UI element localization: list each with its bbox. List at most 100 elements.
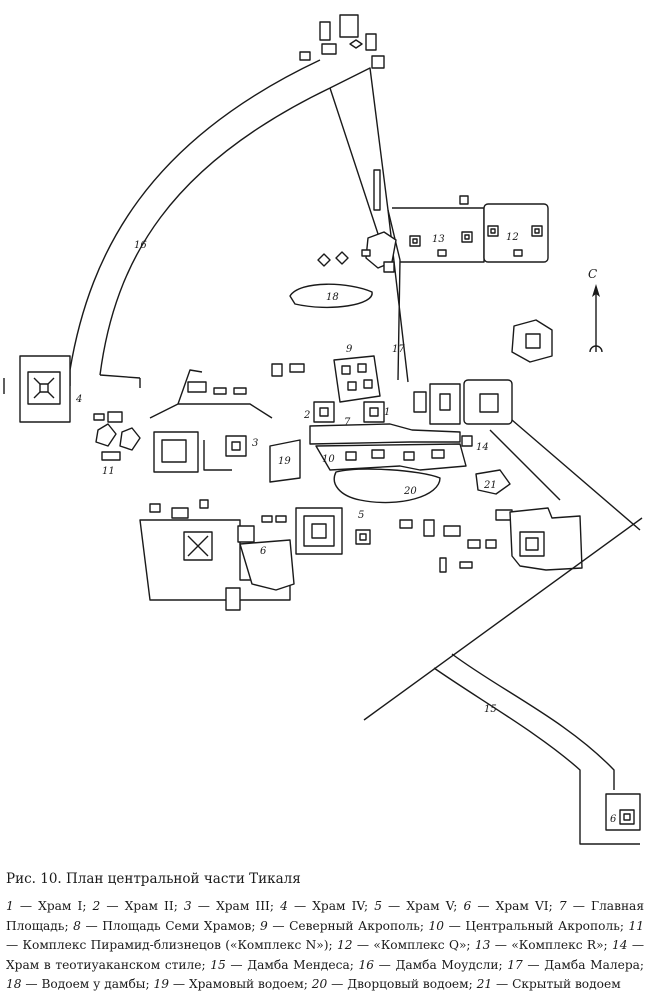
- legend-item-text: Храм III: [216, 899, 270, 913]
- legend-item: 16 — Дамба Моудсли;: [358, 957, 508, 972]
- legend-item-number: 19: [153, 977, 169, 991]
- legend-item-number: 16: [358, 957, 374, 972]
- figure-caption-title: Рис. 10. План центральной части Тикаля: [6, 871, 301, 887]
- label-14: 14: [476, 442, 489, 453]
- legend-item-number: 1: [6, 899, 14, 913]
- legend-item-number: 7: [558, 899, 567, 913]
- legend-item-text: Храм V: [406, 899, 454, 913]
- north-arrow-icon: [589, 284, 603, 353]
- label-19: 19: [278, 456, 291, 467]
- legend-item-text: Храм II: [124, 899, 174, 913]
- legend-item-number: 20: [311, 977, 328, 991]
- north-acropolis: [333, 355, 381, 403]
- legend-item-text: Скрытый водоем: [512, 977, 621, 991]
- legend-item: 12 — «Комплекс Q»;: [336, 938, 475, 952]
- label-1: 1: [384, 407, 390, 418]
- reservoir-hidden: [475, 469, 511, 495]
- central-acropolis: [315, 443, 467, 471]
- causeway-maler: [329, 67, 409, 383]
- label-13: 13: [432, 234, 445, 245]
- legend-item-number: 3: [183, 899, 192, 913]
- legend-item-text: Северный Акрополь: [289, 918, 420, 933]
- site-plan-map: С: [3, 14, 643, 845]
- complex-q-platform: [483, 203, 549, 263]
- legend-item: 7 — Главная Площадь;: [6, 899, 645, 933]
- temple-teotihuacan-style: [461, 435, 473, 447]
- legend-item-number: 5: [374, 899, 382, 913]
- legend-item-text: Главная Площадь: [6, 899, 645, 933]
- legend-item-text: Площадь Семи Храмов: [102, 918, 252, 933]
- legend-item-text: Центральный Акрополь: [465, 918, 620, 933]
- legend-item-number: 17: [507, 957, 523, 972]
- label-20: 20: [403, 486, 417, 497]
- legend-item-text: «Комплекс Q»: [373, 938, 467, 952]
- legend-item: 3 — Храм III;: [183, 899, 281, 913]
- label-2: 2: [303, 410, 310, 421]
- legend-item: 18 — Водоем у дамбы;: [6, 977, 154, 991]
- legend-item-text: Дворцовый водоем: [347, 977, 469, 991]
- reservoir-causeway: [289, 283, 373, 309]
- label-15: 15: [484, 704, 497, 715]
- legend-item-text: Комплекс Пирамид-близнецов («Комплекс N»…: [22, 938, 329, 952]
- north-group-buildings: [299, 14, 385, 69]
- legend-item: 15 — Дамба Мендеса;: [210, 957, 359, 972]
- buildings-north-central: [317, 231, 397, 273]
- great-plaza: [309, 423, 461, 445]
- legend-item-number: 8: [73, 918, 81, 933]
- legend-item: 21 — Скрытый водоем: [476, 977, 621, 991]
- reservoir-temple: [269, 439, 301, 483]
- legend-item-text: Дамба Моудсли: [395, 957, 499, 972]
- legend-item: 14 — Храм в теотиуаканском стиле;: [6, 938, 645, 972]
- legend-item: 20 — Дворцовый водоем;: [311, 977, 477, 991]
- legend-item-text: Храм VI: [495, 899, 549, 913]
- label-9: 9: [346, 344, 353, 355]
- label-10: 10: [322, 454, 335, 465]
- legend-item: 9 — Северный Акрополь;: [260, 918, 429, 933]
- legend-item-number: 10: [428, 918, 445, 933]
- label-17: 17: [392, 344, 405, 355]
- causeway-mendez: [363, 517, 643, 721]
- legend-item-text: Храмовый водоем: [188, 977, 304, 991]
- north-label: С: [588, 267, 597, 281]
- east-buildings: [271, 363, 513, 425]
- legend-item: 5 — Храм V;: [374, 899, 464, 913]
- legend-item: 4 — Храм IV;: [280, 899, 375, 913]
- legend-item: 17 — Дамба Малера;: [507, 957, 645, 972]
- legend-item-number: 4: [280, 899, 288, 913]
- label-6b: 6: [610, 814, 617, 825]
- label-4: 4: [75, 394, 82, 405]
- legend-item-number: 6: [463, 899, 472, 913]
- label-12: 12: [506, 232, 519, 243]
- legend-item: 13 — «Комплекс R»;: [474, 938, 612, 952]
- legend-item-text: Храм IV: [312, 899, 364, 913]
- legend-item-text: Водоем у дамбы: [41, 977, 146, 991]
- legend-item-number: 21: [476, 977, 493, 991]
- label-7: 7: [344, 417, 351, 428]
- legend-item-text: Дамба Малера: [544, 957, 640, 972]
- legend-item-number: 12: [336, 938, 353, 952]
- legend-item: 8 — Площадь Семи Храмов;: [73, 918, 261, 933]
- legend-item: 11 — Комплекс Пирамид-близнецов («Компле…: [6, 918, 645, 953]
- legend-item: 19 — Храмовый водоем;: [153, 977, 312, 991]
- legend-item: 10 — Центральный Акрополь;: [428, 918, 629, 933]
- temple-vi-south-group: [237, 525, 255, 543]
- reservoir-palace: [333, 468, 441, 504]
- label-6: 6: [260, 546, 267, 557]
- legend-item-number: 18: [6, 977, 22, 991]
- legend-item-number: 9: [260, 918, 268, 933]
- legend-item: 1 — Храм I;: [6, 899, 93, 913]
- legend-item-text: Дамба Мендеса: [247, 957, 350, 972]
- causeway-maudslay: [69, 59, 321, 371]
- legend-item-number: 11: [628, 918, 645, 933]
- legend-item-number: 13: [474, 938, 491, 952]
- figure-legend: 1 — Храм I; 2 — Храм II; 3 — Храм III; 4…: [6, 897, 644, 995]
- legend-item-number: 14: [612, 938, 628, 952]
- label-18: 18: [326, 292, 339, 303]
- label-11: 11: [102, 466, 115, 477]
- label-16: 16: [134, 240, 147, 251]
- complex-q-pyramids: [487, 225, 543, 257]
- legend-item-text: Храм в теотиуаканском стиле: [6, 957, 202, 972]
- west-plaza-wall: [149, 403, 273, 419]
- legend-item: 6 — Храм VI;: [463, 899, 559, 913]
- label-3: 3: [252, 438, 258, 449]
